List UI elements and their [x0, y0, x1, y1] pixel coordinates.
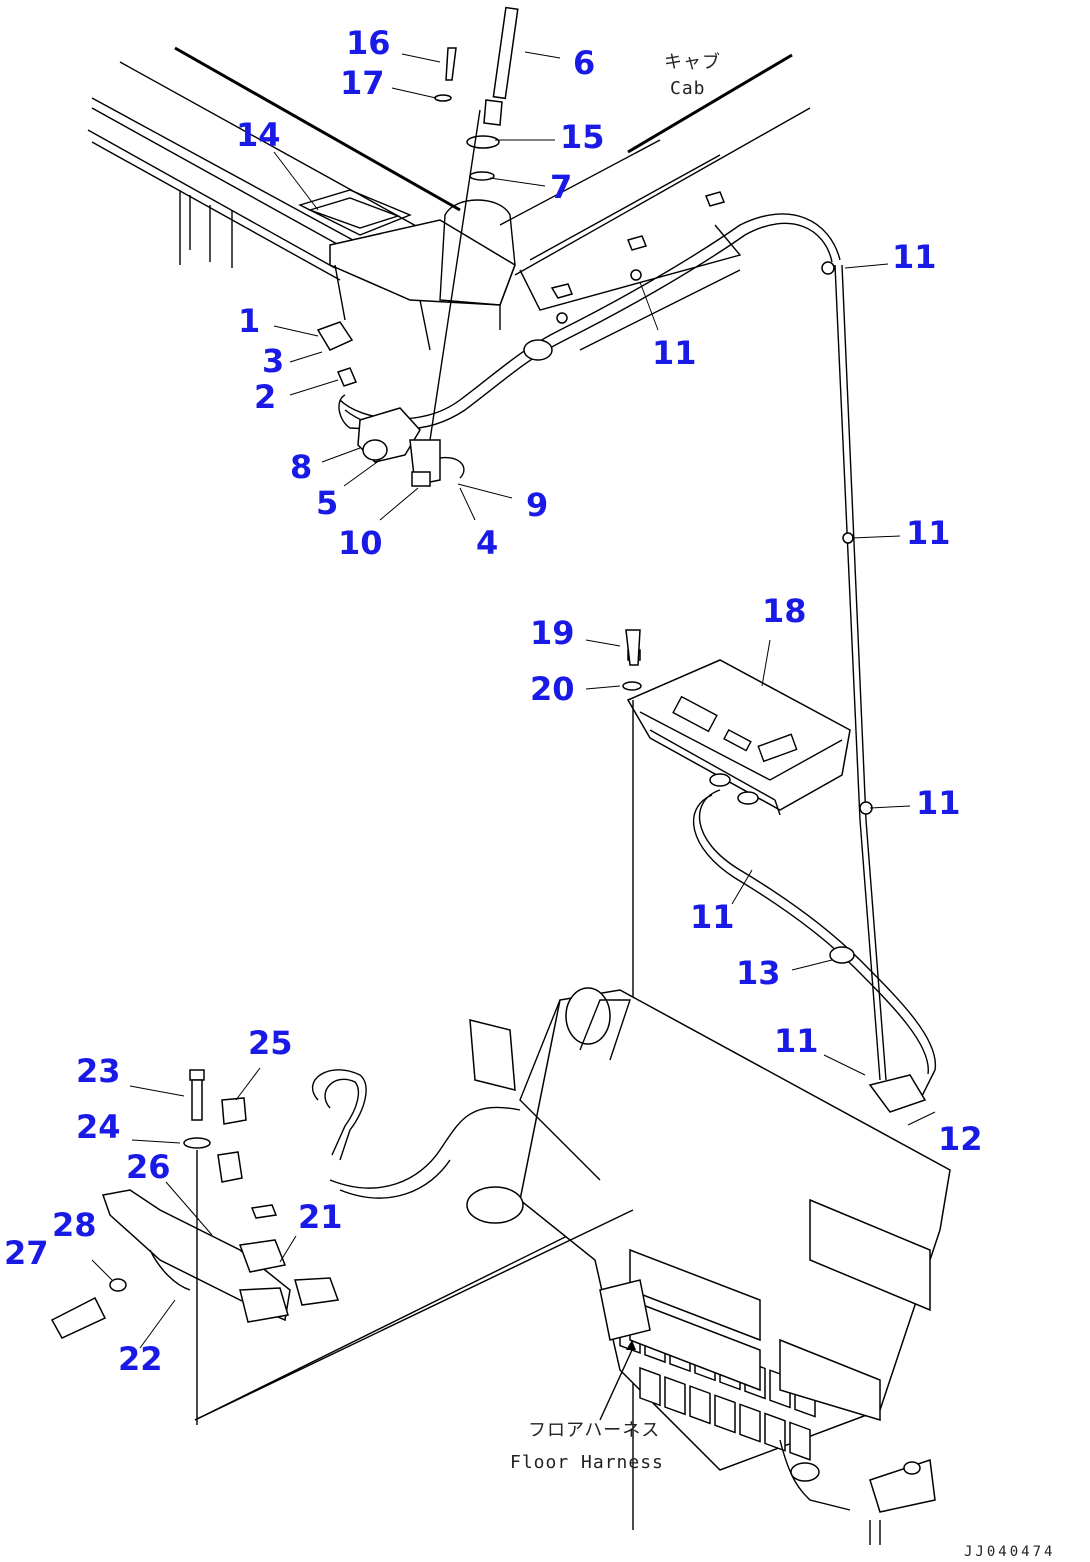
cab-label-ja: キャブ — [664, 51, 721, 73]
callout-3: 3 — [262, 342, 284, 380]
callout-10: 10 — [338, 524, 383, 562]
floor-harness-label-en: Floor Harness — [510, 1452, 664, 1473]
controller-unit — [622, 629, 937, 1530]
callout-11: 11 — [906, 514, 951, 552]
callout-7: 7 — [550, 168, 572, 206]
callout-25: 25 — [248, 1024, 293, 1062]
callout-11: 11 — [774, 1022, 819, 1060]
callout-16: 16 — [346, 24, 391, 62]
callout-5: 5 — [316, 484, 338, 522]
callout-12: 12 — [938, 1120, 983, 1158]
callout-15: 15 — [560, 118, 605, 156]
callout-26: 26 — [126, 1148, 171, 1186]
cab-roof-frame — [87, 46, 811, 351]
callout-4: 4 — [476, 524, 498, 562]
fuse-box-assembly — [194, 987, 951, 1545]
callout-20: 20 — [530, 670, 575, 708]
drawing-code: JJ040474 — [964, 1544, 1055, 1560]
callout-8: 8 — [290, 448, 312, 486]
callout-11: 11 — [892, 238, 937, 276]
callout-1: 1 — [238, 302, 260, 340]
callout-14: 14 — [236, 116, 281, 154]
callout-11: 11 — [652, 334, 697, 372]
callout-11: 11 — [916, 784, 961, 822]
floor-harness-label-ja: フロアハーネス — [528, 1420, 660, 1441]
callout-11: 11 — [690, 898, 735, 936]
callout-21: 21 — [298, 1198, 343, 1236]
callout-2: 2 — [254, 378, 276, 416]
callout-22: 22 — [118, 1340, 163, 1378]
callout-6: 6 — [573, 44, 595, 82]
callout-27: 27 — [4, 1234, 49, 1272]
callout-13: 13 — [736, 954, 781, 992]
duct-hose — [311, 1069, 521, 1199]
cab-harness — [339, 191, 887, 1081]
bracket-assembly — [50, 1069, 634, 1425]
callout-19: 19 — [530, 614, 575, 652]
callout-18: 18 — [762, 592, 807, 630]
callout-28: 28 — [52, 1206, 97, 1244]
callout-17: 17 — [340, 64, 385, 102]
switch-assembly — [316, 321, 465, 487]
callout-24: 24 — [76, 1108, 121, 1146]
leader-lines — [91, 51, 936, 1349]
cab-label-en: Cab — [670, 78, 706, 99]
callout-9: 9 — [526, 486, 548, 524]
callout-23: 23 — [76, 1052, 121, 1090]
callouts: 16 6 17 15 14 7 11 1 11 3 2 8 9 5 10 4 1… — [4, 24, 983, 1378]
